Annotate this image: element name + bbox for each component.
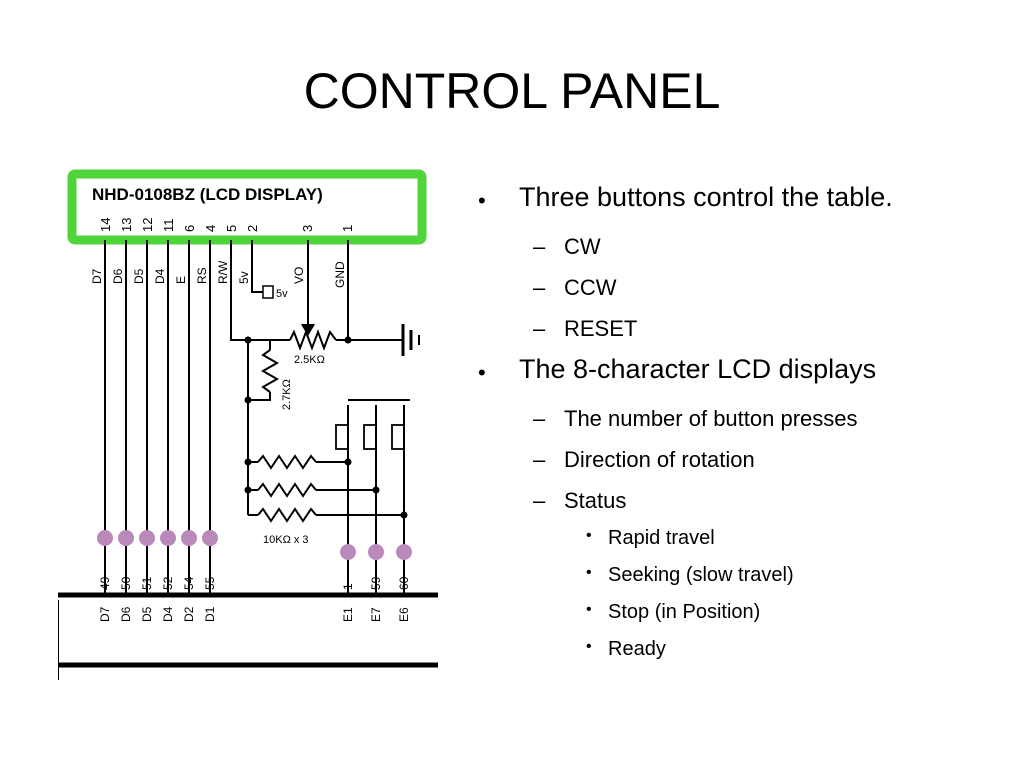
lcd-signal-label: R/W [216,260,230,284]
resistor-10k-3 [257,507,317,523]
sub-bullet-item: Status [564,488,627,513]
resistor-10k-2 [257,482,317,498]
resistor-2-7k-label: 2.7KΩ [281,379,293,410]
sub-bullet-item: Direction of rotation [564,447,755,472]
lcd-display-label: NHD-0108BZ (LCD DISPLAY) [92,185,323,204]
lcd-pin-number: 1 [340,225,355,232]
dash-marker: – [533,447,546,472]
lcd-pin-number: 2 [245,225,260,232]
port-label: D2 [182,606,196,622]
bullet-marker: • [586,601,592,618]
pushbutton-cw [335,424,349,450]
lcd-signal-label: D7 [90,268,104,284]
port-label: D5 [140,606,154,622]
header-pin-dot [97,530,113,546]
pushbutton-reset [391,424,405,450]
header-pin-dot [202,530,218,546]
sub-bullet-item: The number of button presses [564,406,858,431]
lcd-pin-number: 3 [300,225,315,232]
supply-label: 5v [276,288,288,300]
header-pin-number: 60 [397,576,411,590]
supply-symbol [262,285,274,299]
lcd-signal-label: GND [333,261,347,288]
sub-sub-bullet-item: Stop (in Position) [608,601,761,623]
header-pin-number: 1 [341,583,355,590]
sub-sub-bullet-item: Seeking (slow travel) [608,564,794,586]
port-label: E7 [369,607,383,622]
slide-title: CONTROL PANEL [303,63,721,119]
header-pin-number: 50 [119,576,133,590]
sub-bullet-item: CW [564,234,601,259]
dash-marker: – [533,234,546,259]
header-pin-number: 54 [182,576,196,590]
resistor-2-7k [260,349,280,393]
header-pin-dot [118,530,134,546]
bullet-marker: • [478,188,486,213]
port-label: D4 [161,606,175,622]
port-label: D1 [203,606,217,622]
lcd-signal-label: D5 [132,268,146,284]
bullet-item: The 8-character LCD displays [519,354,877,384]
lcd-signal-label: E [174,276,188,284]
header-pin-number: 59 [369,576,383,590]
resistor-array-label: 10KΩ x 3 [263,534,309,546]
pot-wiper-arrow [301,323,315,336]
sub-bullet-item: CCW [564,275,617,300]
sub-sub-bullet-item: Ready [608,638,666,660]
header-pin-dot [368,544,384,560]
port-label: E1 [341,607,355,622]
header-pin-dot [160,530,176,546]
dash-marker: – [533,406,546,431]
resistor-10k-1 [257,454,317,470]
port-label: E6 [397,607,411,622]
lcd-pin-number: 5 [224,225,239,232]
lcd-pin-number: 13 [119,218,134,232]
header-pin-number: 55 [203,576,217,590]
bullet-marker: • [586,564,592,581]
port-label: D7 [98,606,112,622]
lcd-pin-number: 12 [140,218,155,232]
header-pin-number: 52 [161,576,175,590]
dash-marker: – [533,316,546,341]
port-label: D6 [119,606,133,622]
lcd-signal-label: D6 [111,268,125,284]
bullet-marker: • [586,527,592,544]
lcd-wiring-schematic: NHD-0108BZ (LCD DISPLAY) 14 13 12 11 6 4… [58,169,438,680]
dash-marker: – [533,275,546,300]
lcd-signal-label: 5v [237,271,251,284]
potentiometer-label: 2.5KΩ [294,354,325,366]
lcd-pin-number: 14 [98,218,113,232]
lcd-signal-label: D4 [153,268,167,284]
bullet-marker: • [478,360,486,385]
potentiometer-2-5k [289,329,337,351]
lcd-signal-label: RS [195,267,209,284]
header-pin-dot [139,530,155,546]
header-pin-dot [396,544,412,560]
header-pin-dot [340,544,356,560]
lcd-pin-number: 11 [161,219,176,233]
sub-sub-bullet-item: Rapid travel [608,527,715,549]
sub-bullet-item: RESET [564,316,638,341]
lcd-display-box [67,169,427,245]
header-pin-number: 49 [98,576,112,590]
header-pin-dot [181,530,197,546]
pushbutton-ccw [363,424,377,450]
lcd-pin-number: 6 [182,225,197,232]
header-pin-number: 51 [140,576,154,590]
lcd-signal-label: VO [292,267,306,284]
wire-5v [251,240,263,293]
lcd-pin-number: 4 [203,225,218,232]
wire-rw [230,240,248,341]
dash-marker: – [533,488,546,513]
bullet-marker: • [586,638,592,655]
bullet-item: Three buttons control the table. [519,182,893,212]
